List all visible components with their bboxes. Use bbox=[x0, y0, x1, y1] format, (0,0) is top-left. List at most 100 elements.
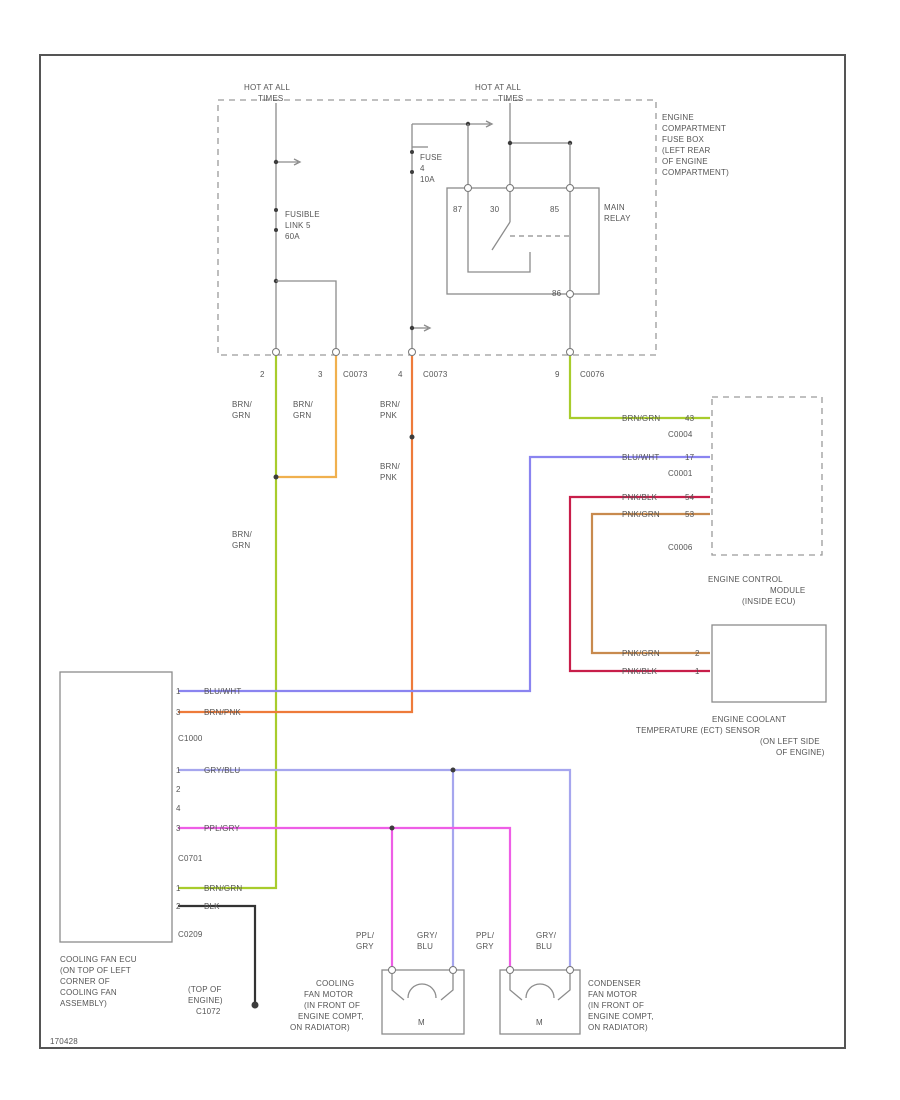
condenser-fan-motor-box bbox=[499, 969, 581, 1035]
wire-label-gry-blu-right: GRY/ BLU bbox=[536, 931, 557, 951]
svg-text:53: 53 bbox=[685, 510, 695, 519]
main-relay-box bbox=[446, 187, 600, 295]
junction-dot bbox=[409, 325, 415, 331]
svg-text:BLU/WHT: BLU/WHT bbox=[204, 687, 241, 696]
svg-text:PNK: PNK bbox=[380, 473, 398, 482]
svg-text:BLU: BLU bbox=[536, 942, 552, 951]
ect-sensor-box bbox=[711, 624, 827, 703]
wire-label-brn-grn-upper-left: BRN/ GRN bbox=[232, 400, 252, 420]
fusible-link-top-dot bbox=[274, 208, 278, 212]
ground-point bbox=[251, 1001, 259, 1009]
connector-c0073-right: C0073 bbox=[423, 370, 448, 379]
svg-text:(TOP OF: (TOP OF bbox=[188, 985, 222, 994]
svg-text:ENGINE CONTROL: ENGINE CONTROL bbox=[708, 575, 783, 584]
connector-pin-2-label: 2 bbox=[260, 370, 265, 379]
condenser-motor-symbol bbox=[509, 974, 571, 1001]
bus-right-top-arrow bbox=[485, 120, 494, 128]
splice-dot bbox=[273, 474, 279, 480]
wire-pnk-grn bbox=[590, 512, 710, 655]
footer-code: 170428 bbox=[50, 1037, 78, 1046]
svg-text:COOLING FAN: COOLING FAN bbox=[60, 988, 117, 997]
relay-switch-arm bbox=[491, 221, 511, 251]
fuse4-label: FUSE 4 10A bbox=[420, 153, 442, 184]
svg-text:HOT AT ALL: HOT AT ALL bbox=[475, 83, 521, 92]
svg-text:FUSE BOX: FUSE BOX bbox=[662, 135, 705, 144]
svg-text:COMPARTMENT): COMPARTMENT) bbox=[662, 168, 729, 177]
relay-pin-85-label: 85 bbox=[550, 205, 560, 214]
condenser-motor-pin-2 bbox=[566, 966, 574, 974]
svg-text:(IN FRONT OF: (IN FRONT OF bbox=[304, 1001, 360, 1010]
svg-text:GRY/BLU: GRY/BLU bbox=[204, 766, 240, 775]
wire-label-brn-pnk-upper: BRN/ PNK bbox=[380, 400, 400, 420]
cooling-motor-pin-1 bbox=[388, 966, 396, 974]
connector-c0701: C0701 bbox=[178, 854, 203, 863]
relay-pin-30 bbox=[506, 184, 514, 192]
svg-text:GRY/: GRY/ bbox=[536, 931, 557, 940]
ect-sensor-label: ENGINE COOLANT TEMPERATURE (ECT) SENSOR … bbox=[636, 715, 825, 757]
svg-text:GRN: GRN bbox=[293, 411, 311, 420]
svg-text:(ON TOP OF LEFT: (ON TOP OF LEFT bbox=[60, 966, 131, 975]
svg-text:GRN: GRN bbox=[232, 541, 250, 550]
splice-dot bbox=[450, 767, 456, 773]
svg-text:BRN/PNK: BRN/PNK bbox=[204, 708, 241, 717]
svg-text:CORNER OF: CORNER OF bbox=[60, 977, 110, 986]
svg-text:GRY: GRY bbox=[356, 942, 374, 951]
wire-label-gry-blu-left: GRY/ BLU bbox=[417, 931, 438, 951]
wire-label-brn-pnk-lower: BRN/ PNK bbox=[380, 462, 400, 482]
svg-text:OF ENGINE): OF ENGINE) bbox=[776, 748, 825, 757]
svg-text:BRN/GRN: BRN/GRN bbox=[204, 884, 242, 893]
connector-pin-3 bbox=[332, 348, 340, 356]
svg-text:ON RADIATOR): ON RADIATOR) bbox=[290, 1023, 350, 1032]
svg-text:RELAY: RELAY bbox=[604, 214, 631, 223]
connector-pin-3-label: 3 bbox=[318, 370, 323, 379]
wire-brn-grn-main bbox=[178, 356, 278, 890]
connector-pin-4 bbox=[408, 348, 416, 356]
connector-c0006: C0006 bbox=[668, 543, 693, 552]
cooling-fan-ecu-label: COOLING FAN ECU (ON TOP OF LEFT CORNER O… bbox=[60, 955, 137, 1008]
connector-c0001: C0001 bbox=[668, 469, 693, 478]
wire-label-brn-grn-lower: BRN/ GRN bbox=[232, 530, 252, 550]
connector-c0073-left: C0073 bbox=[343, 370, 368, 379]
svg-text:4: 4 bbox=[420, 164, 425, 173]
wire-ecm-brn-grn bbox=[568, 356, 710, 420]
svg-text:43: 43 bbox=[685, 414, 695, 423]
splice-dot bbox=[389, 825, 395, 831]
svg-text:FUSIBLE: FUSIBLE bbox=[285, 210, 320, 219]
fusible-link-branch bbox=[276, 280, 337, 352]
svg-text:BLU: BLU bbox=[417, 942, 433, 951]
connector-c0209: C0209 bbox=[178, 930, 203, 939]
svg-text:MAIN: MAIN bbox=[604, 203, 625, 212]
svg-text:GRY/: GRY/ bbox=[417, 931, 438, 940]
wire-pnk-blk bbox=[568, 495, 710, 673]
svg-text:17: 17 bbox=[685, 453, 695, 462]
svg-text:BRN/: BRN/ bbox=[380, 400, 400, 409]
svg-text:54: 54 bbox=[685, 493, 695, 502]
junction-dot bbox=[507, 140, 513, 146]
svg-text:BRN/: BRN/ bbox=[380, 462, 400, 471]
svg-text:PNK/GRN: PNK/GRN bbox=[622, 510, 660, 519]
svg-text:COOLING FAN ECU: COOLING FAN ECU bbox=[60, 955, 137, 964]
svg-text:TIMES: TIMES bbox=[498, 94, 523, 103]
svg-text:BLU/WHT: BLU/WHT bbox=[622, 453, 659, 462]
wire-label-ppl-gry-right: PPL/ GRY bbox=[476, 931, 495, 951]
wire-brn-pnk bbox=[178, 356, 414, 714]
svg-text:ENGINE COMPT,: ENGINE COMPT, bbox=[298, 1012, 364, 1021]
hot-at-all-times-right: HOT AT ALL TIMES bbox=[475, 83, 523, 103]
ecm-wire-labels: BRN/GRN 43 BLU/WHT 17 PNK/BLK 54 PNK/GRN… bbox=[622, 414, 695, 519]
svg-text:PNK/BLK: PNK/BLK bbox=[622, 667, 658, 676]
connector-pin-9 bbox=[566, 348, 574, 356]
fuse-box-label: ENGINE COMPARTMENT FUSE BOX (LEFT REAR O… bbox=[662, 113, 729, 177]
fuse4-output-arrow bbox=[423, 324, 432, 332]
condenser-fan-motor-label: CONDENSER FAN MOTOR (IN FRONT OF ENGINE … bbox=[588, 979, 654, 1032]
wire-ppl-gry-right bbox=[392, 826, 512, 968]
fuse4-top-dot bbox=[410, 150, 414, 154]
svg-text:1: 1 bbox=[176, 687, 181, 696]
ground-label: (TOP OF ENGINE) C1072 bbox=[188, 985, 223, 1016]
connector-c0076: C0076 bbox=[580, 370, 605, 379]
svg-text:ENGINE: ENGINE bbox=[662, 113, 694, 122]
svg-text:COMPARTMENT: COMPARTMENT bbox=[662, 124, 726, 133]
fan-ecu-wire-labels: 1 BLU/WHT 3 BRN/PNK 1 GRY/BLU 2 4 3 PPL/… bbox=[176, 687, 242, 911]
condenser-motor-pin-1 bbox=[506, 966, 514, 974]
svg-text:FAN MOTOR: FAN MOTOR bbox=[588, 990, 637, 999]
